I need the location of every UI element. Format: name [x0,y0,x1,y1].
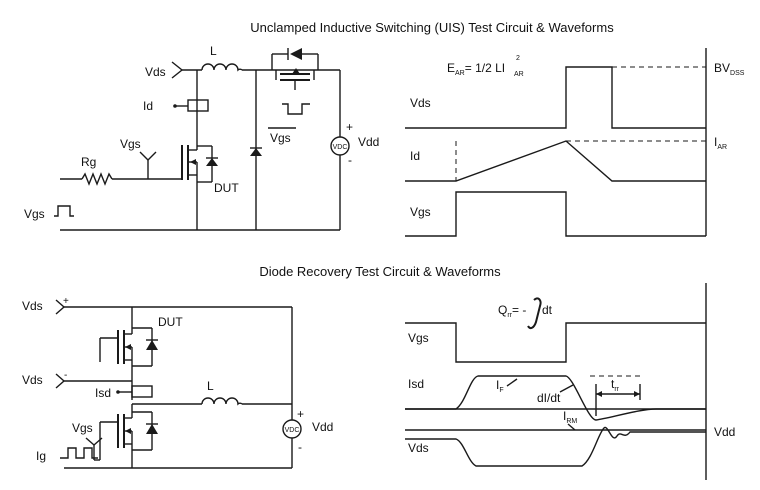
svg-text:+: + [297,407,304,421]
svg-text:+: + [346,120,353,134]
svg-text:VDC: VDC [333,144,348,151]
diode-vds-minus-terminal [55,373,66,389]
diode-vds-wave-label: Vds [408,441,429,455]
diode-vdd-wave-label: Vdd [714,425,735,439]
diode-if-label: IF [496,378,504,394]
svg-text:-: - [348,153,352,167]
uis-gate-resistor [81,172,113,186]
uis-iar-label: IAR [714,135,727,151]
diode-inductor [201,397,243,406]
uis-vds-terminal [171,61,184,79]
uis-id-label: Id [143,99,153,113]
uis-vds-label: Vds [145,65,166,79]
diode-vds-plus-label: Vds [22,299,43,313]
diode-dut-label: DUT [158,315,183,329]
uis-vgs-wave-label: Vgs [410,205,431,219]
uis-current-sense [187,99,209,112]
diode-inductor-label: L [207,379,214,393]
diode-qrr-formula: Qrr= - [498,303,526,319]
diode-title: Diode Recovery Test Circuit & Waveforms [259,264,501,279]
diode-gate-pulse-train [60,447,98,459]
diode-vds-trace [405,426,706,467]
svg-text:-: - [298,440,302,454]
uis-bvdss-label: BVDSS [714,61,745,77]
uis-id-trace [405,140,706,182]
svg-text:+: + [63,296,69,307]
uis-vds-wave-label: Vds [410,96,431,110]
diode-isd-label: Isd [95,386,111,400]
uis-inductor-label: L [210,44,217,58]
svg-text:2: 2 [516,55,520,62]
uis-switch-pulse [282,103,310,115]
diode-vgs-wave-label: Vgs [408,331,429,345]
uis-vdd-label: Vdd [358,135,379,149]
uis-title: Unclamped Inductive Switching (UIS) Test… [250,20,614,35]
svg-text:AR: AR [514,71,524,78]
uis-vgs-pulse-label: Vgs [24,207,45,221]
svg-text:dt: dt [542,303,553,317]
uis-vds-trace [405,66,706,129]
uis-energy-formula: EAR= 1/2 LI [447,61,505,77]
diode-trr-label: trr [611,377,620,393]
diode-irm-label: IRM [563,409,577,425]
integral-sign [527,297,542,330]
uis-gate-pulse [54,205,74,217]
diode-waveforms: Qrr= - dt Vgs Isd IF dI/dt IRM trr Vds V… [405,283,735,480]
uis-vgs-trace [405,191,706,237]
diode-ig-label: Ig [36,449,46,463]
uis-vgs-label: Vgs [120,137,141,151]
diode-isd-wave-label: Isd [408,377,424,391]
diode-vgs-trace [405,322,706,363]
uis-dut-label: DUT [214,181,239,195]
uis-inductor [201,63,243,72]
diode-circuit: Vds + Vds - DUT Isd L [22,296,333,469]
diode-current-sense [131,385,153,398]
diode-didt-label: dI/dt [537,391,561,405]
uis-waveforms: EAR= 1/2 LI 2 AR BVDSS Vds IAR Id Vgs [405,48,745,237]
uis-vgs-probe [139,151,157,161]
diode-vgs-label: Vgs [72,421,93,435]
uis-id-wave-label: Id [410,149,420,163]
diode-vds-minus-label: Vds [22,373,43,387]
svg-text:VDC: VDC [285,427,300,434]
uis-vgs-bar-label: Vgs [270,131,291,145]
diode-isd-trace [405,375,706,421]
diode-vdd-label: Vdd [312,420,333,434]
svg-text:-: - [64,370,67,381]
uis-rg-label: Rg [81,155,96,169]
uis-circuit: Vds L Id DUT Vgs Rg [24,44,379,231]
